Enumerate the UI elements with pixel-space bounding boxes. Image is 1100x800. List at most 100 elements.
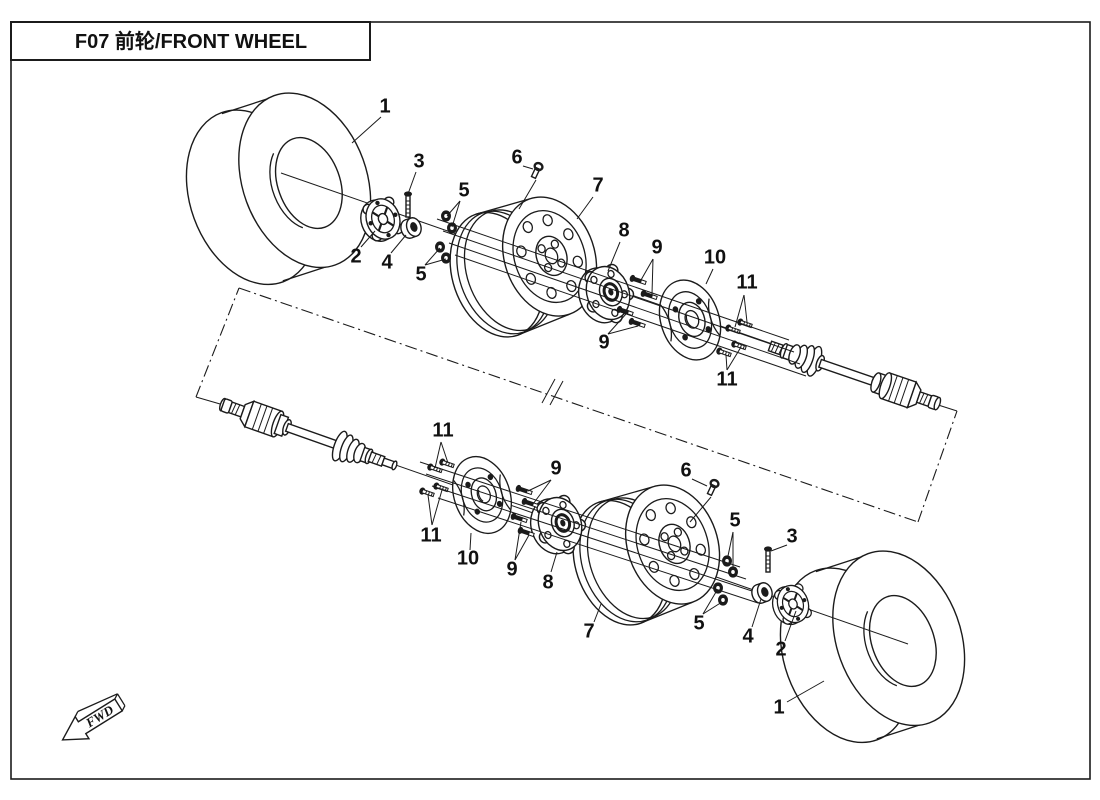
part-number-label: 6 [680, 459, 691, 481]
callout-2-upper: 2 [350, 230, 376, 267]
bolt-lower [763, 545, 773, 573]
callout-7-lower: 7 [583, 603, 602, 642]
tire-upper [162, 71, 395, 306]
fwd-arrow-shape [61, 698, 124, 741]
leader-line [550, 551, 558, 573]
leader-line [607, 313, 627, 335]
callout-6-upper: 6 [511, 146, 534, 170]
callout-1-lower: 1 [773, 680, 825, 718]
leader-line [451, 200, 461, 228]
part-number-label: 5 [729, 509, 740, 531]
leader-line [784, 610, 797, 642]
leader-line [770, 544, 788, 552]
leader-line [360, 230, 376, 248]
callout-2-lower: 2 [775, 610, 797, 660]
leader-line [702, 591, 717, 615]
callout-5-upper-a: 5 [446, 179, 470, 228]
callout-8-upper: 8 [607, 219, 630, 272]
part-number-label: 9 [651, 236, 662, 258]
leader-line [469, 532, 472, 551]
leader-line [514, 521, 522, 561]
callout-9-lower-b: 9 [506, 521, 530, 580]
page-title: F07 前轮/FRONT WHEEL [75, 29, 307, 53]
axle-upper [767, 340, 942, 411]
part-number-label: 3 [413, 150, 424, 172]
leader-line [640, 258, 654, 281]
leader-line [532, 479, 552, 505]
leader-line [751, 598, 762, 628]
callout-9-upper-a: 9 [640, 236, 663, 295]
callout-11-lower-a: 11 [432, 419, 454, 469]
part-number-label: 9 [550, 457, 561, 479]
valve-lower [704, 477, 721, 498]
leader-line [593, 603, 602, 623]
part-number-label: 8 [542, 571, 553, 593]
axle-lower [218, 397, 398, 471]
leader-line [726, 346, 742, 371]
part-number-label: 4 [742, 625, 754, 647]
fwd-arrow: FWD [61, 693, 126, 741]
part-number-label: 5 [415, 263, 426, 285]
valve-line-lower [689, 496, 712, 523]
part-number-label: 1 [379, 95, 390, 117]
leader-line [407, 171, 417, 195]
break-mark [541, 378, 556, 404]
callout-5-lower-a: 5 [727, 509, 741, 567]
part-number-label: 9 [506, 558, 517, 580]
callout-5-upper-b: 5 [415, 247, 447, 285]
part-number-label: 1 [773, 696, 784, 718]
callout-4-upper: 4 [381, 234, 407, 273]
valve-line-upper [518, 179, 537, 210]
part-number-label: 6 [511, 146, 522, 168]
guide-lines [419, 218, 807, 604]
leader-line [427, 494, 433, 526]
title-box [10, 21, 371, 61]
part-number-label: 9 [598, 331, 609, 353]
leader-line [514, 534, 530, 561]
break-mark [549, 380, 564, 406]
bolt-upper [403, 190, 413, 218]
leader-line [702, 601, 723, 615]
centerline [195, 287, 958, 523]
callout-7-upper: 7 [576, 174, 604, 220]
callout-5-lower-b: 5 [693, 591, 723, 634]
callout-9-upper-b: 9 [598, 313, 639, 353]
leader-line [431, 489, 443, 526]
leader-line [390, 234, 407, 254]
leader-line [786, 680, 825, 703]
callout-11-lower-b: 11 [420, 489, 443, 546]
callout-4-lower: 4 [742, 598, 762, 647]
leader-line [576, 196, 594, 220]
leader-line [440, 441, 449, 464]
part-number-label: 7 [592, 174, 603, 196]
leader-line [434, 441, 442, 469]
part-number-label: 7 [583, 620, 594, 642]
callout-3-lower: 3 [770, 525, 798, 552]
part-number-label: 4 [381, 251, 393, 273]
part-number-label: 8 [618, 219, 629, 241]
callout-10-lower: 10 [457, 532, 479, 569]
leader-line [446, 200, 461, 217]
part-number-label: 3 [786, 525, 797, 547]
part-number-label: 11 [420, 524, 441, 546]
tire-lower [756, 529, 989, 764]
leader-line [424, 247, 441, 266]
callout-1-upper: 1 [351, 95, 391, 144]
callout-11-upper-b: 11 [716, 346, 742, 390]
part-number-label: 11 [716, 368, 737, 390]
page-border [10, 21, 1091, 780]
spacer-upper [397, 215, 425, 241]
callout-6-lower: 6 [680, 459, 708, 487]
part-number-label: 10 [457, 547, 479, 569]
leader-line [727, 531, 734, 557]
callout-10-upper: 10 [704, 246, 726, 285]
leader-line [424, 258, 447, 266]
leader-line [351, 116, 382, 144]
part-number-label: 2 [350, 245, 361, 267]
part-number-label: 10 [704, 246, 726, 268]
callout-8-lower: 8 [542, 551, 558, 593]
leader-line [734, 294, 745, 328]
leader-line [725, 354, 728, 371]
leader-line [691, 478, 708, 487]
